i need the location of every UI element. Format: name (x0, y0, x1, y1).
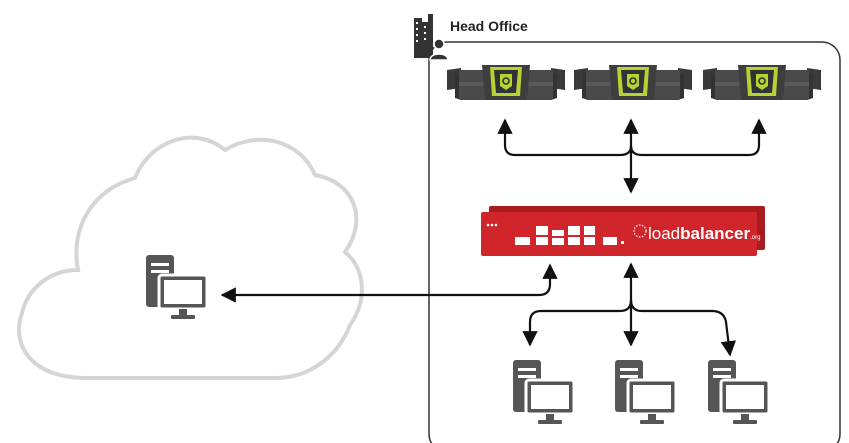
head-office-label: Head Office (450, 18, 528, 34)
remote-connector (220, 263, 558, 303)
server-2-computer-icon (613, 358, 678, 426)
server-1-computer-icon (511, 358, 576, 426)
server-3-computer-icon (706, 358, 771, 426)
svg-text:loadbalancer.org: loadbalancer.org (648, 224, 760, 243)
brand-text-light: load (648, 224, 680, 243)
loadbalancer-logo: loadbalancer.org (633, 224, 760, 243)
brand-text-bold: balancer (680, 224, 750, 243)
security-gateway-2 (573, 64, 693, 101)
head-office-boundary (428, 41, 841, 443)
load-balancer-appliance-icon: loadbalancer.org (481, 206, 765, 256)
office-building-user-icon (414, 14, 459, 61)
security-gateway-1 (446, 64, 566, 101)
security-gateway-3 (702, 64, 822, 101)
cloud-icon (17, 135, 364, 380)
brand-text-suffix: .org (750, 235, 760, 241)
gateway-connector (497, 118, 767, 194)
server-connector (522, 262, 736, 357)
